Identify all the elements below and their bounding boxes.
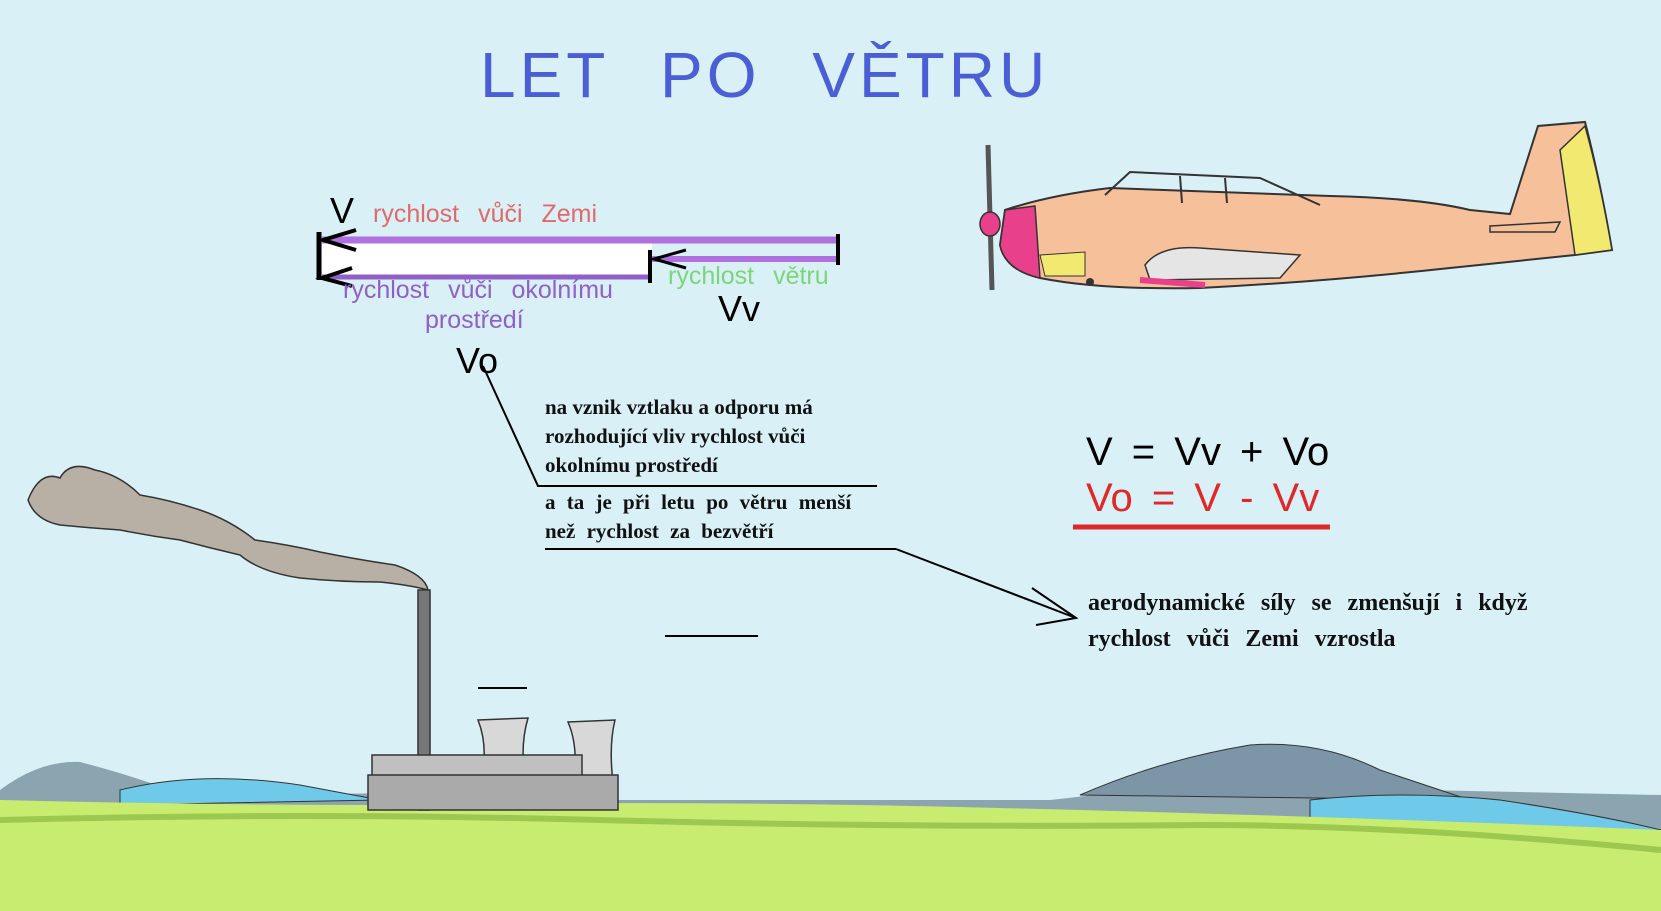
note-line: na vznik vztlaku a odporu má	[545, 395, 813, 419]
symbol-vv: Vv	[718, 288, 761, 329]
note-line: rychlost vůči Zemi vzrostla	[1088, 626, 1396, 652]
note-line: než rychlost za bezvětří	[545, 519, 774, 543]
note-line: okolnímu prostředí	[545, 453, 718, 477]
arrowhead-v	[316, 228, 357, 252]
note-lift-drag: na vznik vztlaku a odporu má rozhodující…	[545, 393, 813, 480]
equation-ground-speed: V = Vv + Vo	[1086, 430, 1330, 474]
note-aerodynamic-forces: aerodynamické síly se zmenšují i když ry…	[1088, 585, 1528, 657]
air-speed-label-continued: prostředí	[425, 306, 524, 334]
airplane-illustration	[979, 120, 1614, 291]
leader-lines	[478, 365, 1079, 689]
ground-speed-label: rychlost vůči Zemi	[373, 200, 598, 228]
note-line: a ta je při letu po větru menší	[545, 490, 852, 514]
note-smaller-speed: a ta je při letu po větru menší než rych…	[545, 488, 851, 546]
air-speed-label: rychlost vůči okolnímu	[343, 276, 613, 304]
page-title: LET PO VĚTRU	[480, 39, 1050, 111]
symbol-vo: Vo	[456, 340, 499, 381]
wind-speed-label: rychlost větru	[668, 262, 829, 290]
arrowhead-vo	[315, 266, 353, 288]
symbol-v: V	[330, 190, 355, 231]
velocity-vectors	[315, 228, 840, 288]
smoke-plume	[27, 465, 429, 592]
equation-air-speed: Vo = V - Vv	[1086, 476, 1320, 520]
arrowhead-vv	[648, 248, 687, 270]
power-plant	[367, 589, 619, 811]
note-line: rozhodující vliv rychlost vůči	[545, 424, 806, 448]
note-line: aerodynamické síly se zmenšují i když	[1088, 590, 1528, 616]
